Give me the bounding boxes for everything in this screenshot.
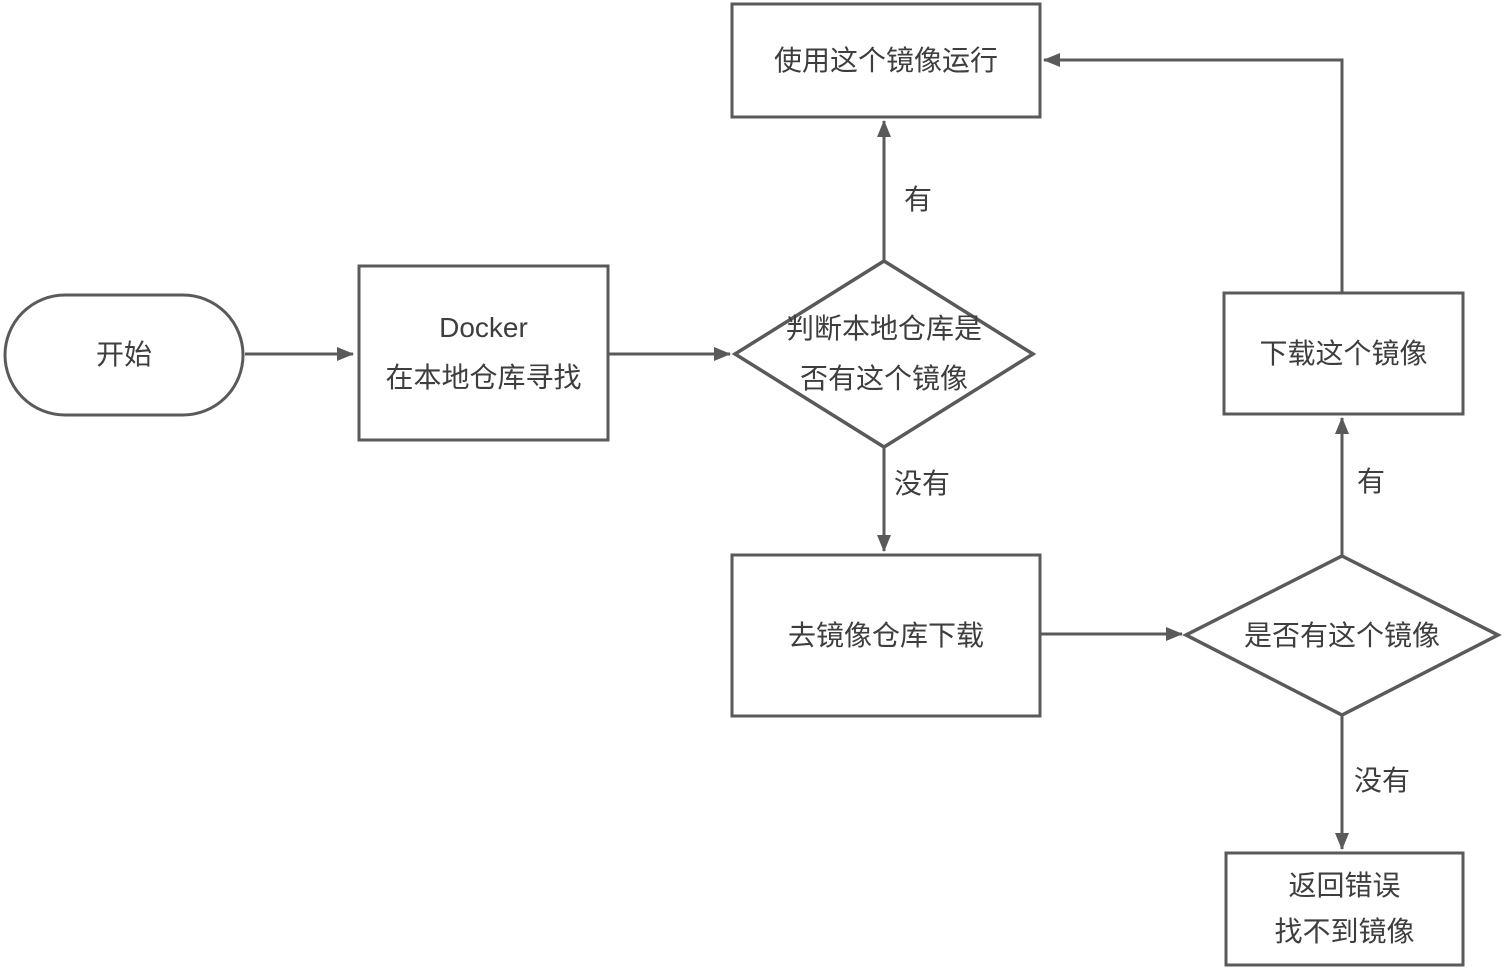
docker-search-node-shape	[357, 264, 610, 442]
local-repo-check-diamond-shape	[731, 258, 1037, 450]
run-image-node-shape	[730, 2, 1042, 119]
edge-download-image-to-run	[1043, 53, 1344, 293]
registry-download-node-shape	[730, 553, 1042, 718]
download-image-node-shape	[1222, 291, 1465, 416]
registry-check-diamond-shape	[1182, 554, 1502, 717]
start-node-shape	[3, 293, 245, 417]
error-node-shape	[1224, 851, 1465, 967]
